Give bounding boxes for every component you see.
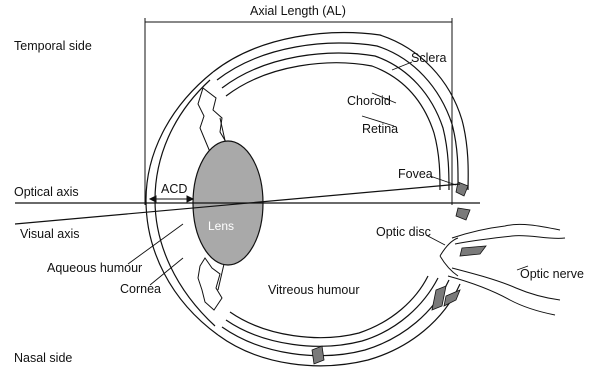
lens-label: Lens bbox=[208, 219, 234, 233]
aqueous-leader bbox=[128, 224, 183, 264]
optic-nerve-label: Optic nerve bbox=[520, 267, 584, 281]
fovea-pit-bottom bbox=[456, 208, 470, 220]
nerve-sheath-bottom-2 bbox=[444, 290, 460, 306]
acd-label: ACD bbox=[161, 182, 187, 196]
sclera-label: Sclera bbox=[411, 51, 446, 65]
optic-nerve-top-2 bbox=[455, 236, 565, 244]
cornea-label: Cornea bbox=[120, 282, 161, 296]
choroid-label: Choroid bbox=[347, 94, 391, 108]
axial-length-label: Axial Length (AL) bbox=[250, 4, 346, 18]
nerve-sheath-top bbox=[460, 246, 486, 256]
vitreous-humour-label: Vitreous humour bbox=[268, 283, 360, 297]
acd-arrow bbox=[150, 196, 193, 202]
optic-disc-label: Optic disc bbox=[376, 225, 431, 239]
fovea-label: Fovea bbox=[398, 167, 433, 181]
optical-axis-label: Optical axis bbox=[14, 185, 79, 199]
retina-label: Retina bbox=[362, 122, 398, 136]
visual-axis-label: Visual axis bbox=[20, 227, 80, 241]
aqueous-humour-label: Aqueous humour bbox=[47, 261, 142, 275]
nasal-side-label: Nasal side bbox=[14, 351, 72, 365]
vortex-vein bbox=[312, 346, 324, 364]
temporal-side-label: Temporal side bbox=[14, 39, 92, 53]
optic-nerve-top bbox=[452, 224, 560, 238]
lower-iris bbox=[198, 258, 222, 310]
